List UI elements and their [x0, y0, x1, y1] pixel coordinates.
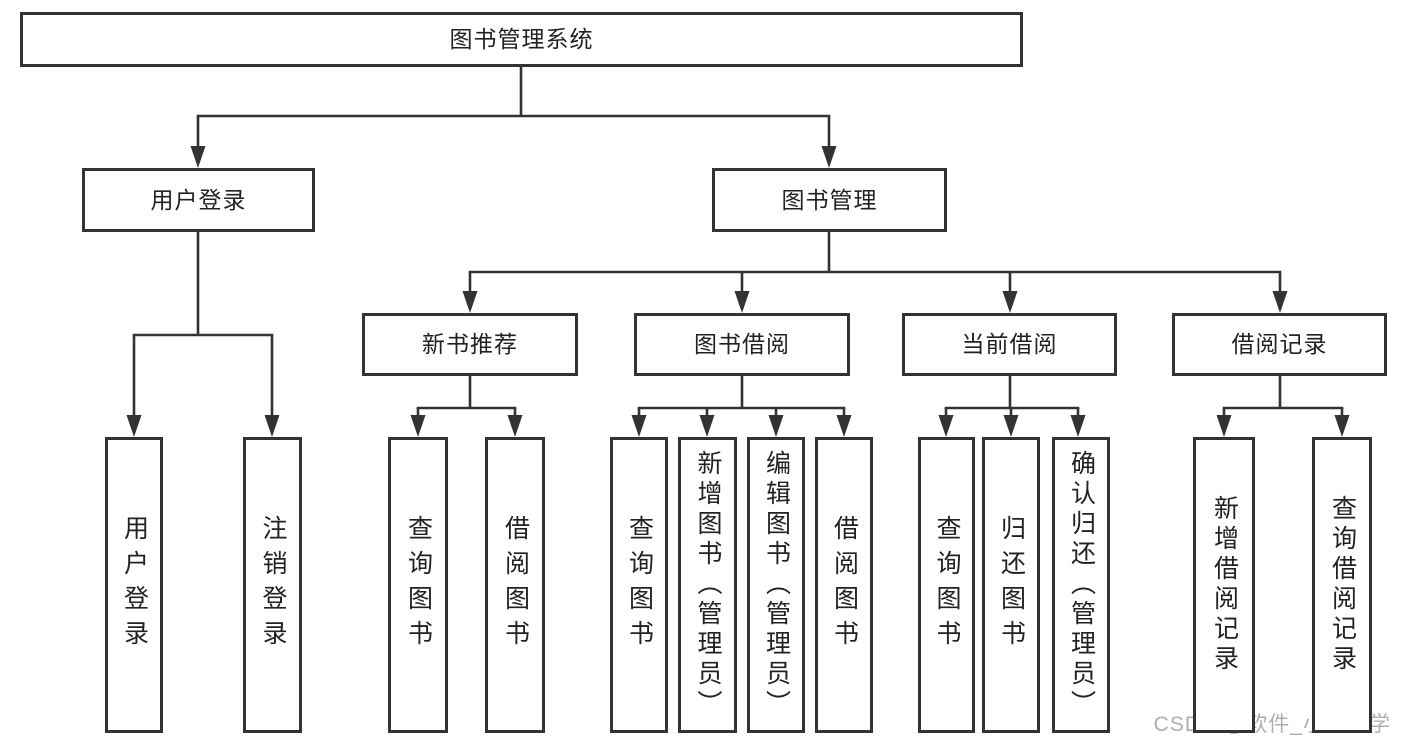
- node-label-new-book-recommend: 新书推荐: [422, 331, 518, 357]
- arrowhead-icon: [462, 291, 478, 313]
- node-leaf-borrow-book-1: 借阅图书: [485, 437, 545, 733]
- node-label-leaf-query-book-3: 查询图书: [933, 515, 961, 655]
- node-borrow-records: 借阅记录: [1172, 313, 1387, 376]
- node-leaf-edit-book: 编辑图书（管理员）: [747, 437, 805, 733]
- node-label-leaf-user-login: 用户登录: [120, 515, 149, 655]
- arrowhead-icon: [1216, 415, 1232, 437]
- arrowhead-icon: [1334, 415, 1350, 437]
- node-label-user-login: 用户登录: [150, 186, 247, 213]
- arrowhead-icon: [410, 415, 426, 437]
- node-leaf-query-book-1: 查询图书: [388, 437, 448, 733]
- node-leaf-logout: 注销登录: [243, 437, 302, 733]
- arrowhead-icon: [126, 415, 142, 437]
- arrowhead-icon: [1070, 415, 1086, 437]
- node-label-root: 图书管理系统: [449, 26, 594, 52]
- arrowhead-icon: [821, 146, 837, 168]
- node-label-leaf-query-book-1: 查询图书: [404, 515, 433, 655]
- node-leaf-borrow-book-2: 借阅图书: [815, 437, 873, 733]
- node-label-leaf-borrow-book-1: 借阅图书: [501, 515, 530, 655]
- arrowhead-icon: [190, 146, 206, 168]
- node-label-leaf-query-book-2: 查询图书: [625, 515, 654, 655]
- node-label-leaf-logout: 注销登录: [259, 515, 287, 655]
- node-label-leaf-confirm-return: 确认归还（管理员）: [1067, 450, 1096, 720]
- node-leaf-user-login: 用户登录: [105, 437, 163, 733]
- node-leaf-confirm-return: 确认归还（管理员）: [1052, 437, 1110, 733]
- node-root: 图书管理系统: [20, 12, 1023, 67]
- node-label-borrow-records: 借阅记录: [1231, 331, 1328, 357]
- node-label-leaf-query-borrow-record: 查询借阅记录: [1328, 495, 1357, 675]
- node-label-leaf-edit-book: 编辑图书（管理员）: [762, 450, 791, 720]
- node-book-management: 图书管理: [712, 168, 947, 232]
- arrowhead-icon: [1002, 291, 1018, 313]
- node-leaf-query-book-3: 查询图书: [918, 437, 975, 733]
- node-label-leaf-borrow-book-2: 借阅图书: [830, 515, 859, 655]
- node-label-leaf-add-book: 新增图书（管理员）: [694, 450, 722, 720]
- arrowhead-icon: [507, 415, 523, 437]
- arrowhead-icon: [1003, 415, 1019, 437]
- arrowhead-icon: [734, 291, 750, 313]
- node-leaf-return-book: 归还图书: [982, 437, 1040, 733]
- node-label-leaf-add-borrow-record: 新增借阅记录: [1210, 495, 1239, 675]
- node-label-leaf-return-book: 归还图书: [997, 515, 1026, 655]
- node-new-book-recommend: 新书推荐: [362, 313, 578, 376]
- node-current-borrow: 当前借阅: [902, 313, 1117, 376]
- arrowhead-icon: [631, 415, 647, 437]
- node-leaf-add-book: 新增图书（管理员）: [678, 437, 737, 733]
- node-leaf-add-borrow-record: 新增借阅记录: [1193, 437, 1255, 733]
- node-label-current-borrow: 当前借阅: [961, 331, 1058, 357]
- arrowhead-icon: [264, 415, 280, 437]
- arrowhead-icon: [938, 415, 954, 437]
- node-user-login: 用户登录: [82, 168, 315, 232]
- node-label-book-borrow: 图书借阅: [694, 331, 790, 357]
- node-leaf-query-borrow-record: 查询借阅记录: [1312, 437, 1372, 733]
- arrowhead-icon: [836, 415, 852, 437]
- node-label-book-management: 图书管理: [781, 186, 878, 213]
- arrowhead-icon: [768, 415, 784, 437]
- node-leaf-query-book-2: 查询图书: [610, 437, 668, 733]
- node-book-borrow: 图书借阅: [634, 313, 850, 376]
- arrowhead-icon: [1272, 291, 1288, 313]
- arrowhead-icon: [699, 415, 715, 437]
